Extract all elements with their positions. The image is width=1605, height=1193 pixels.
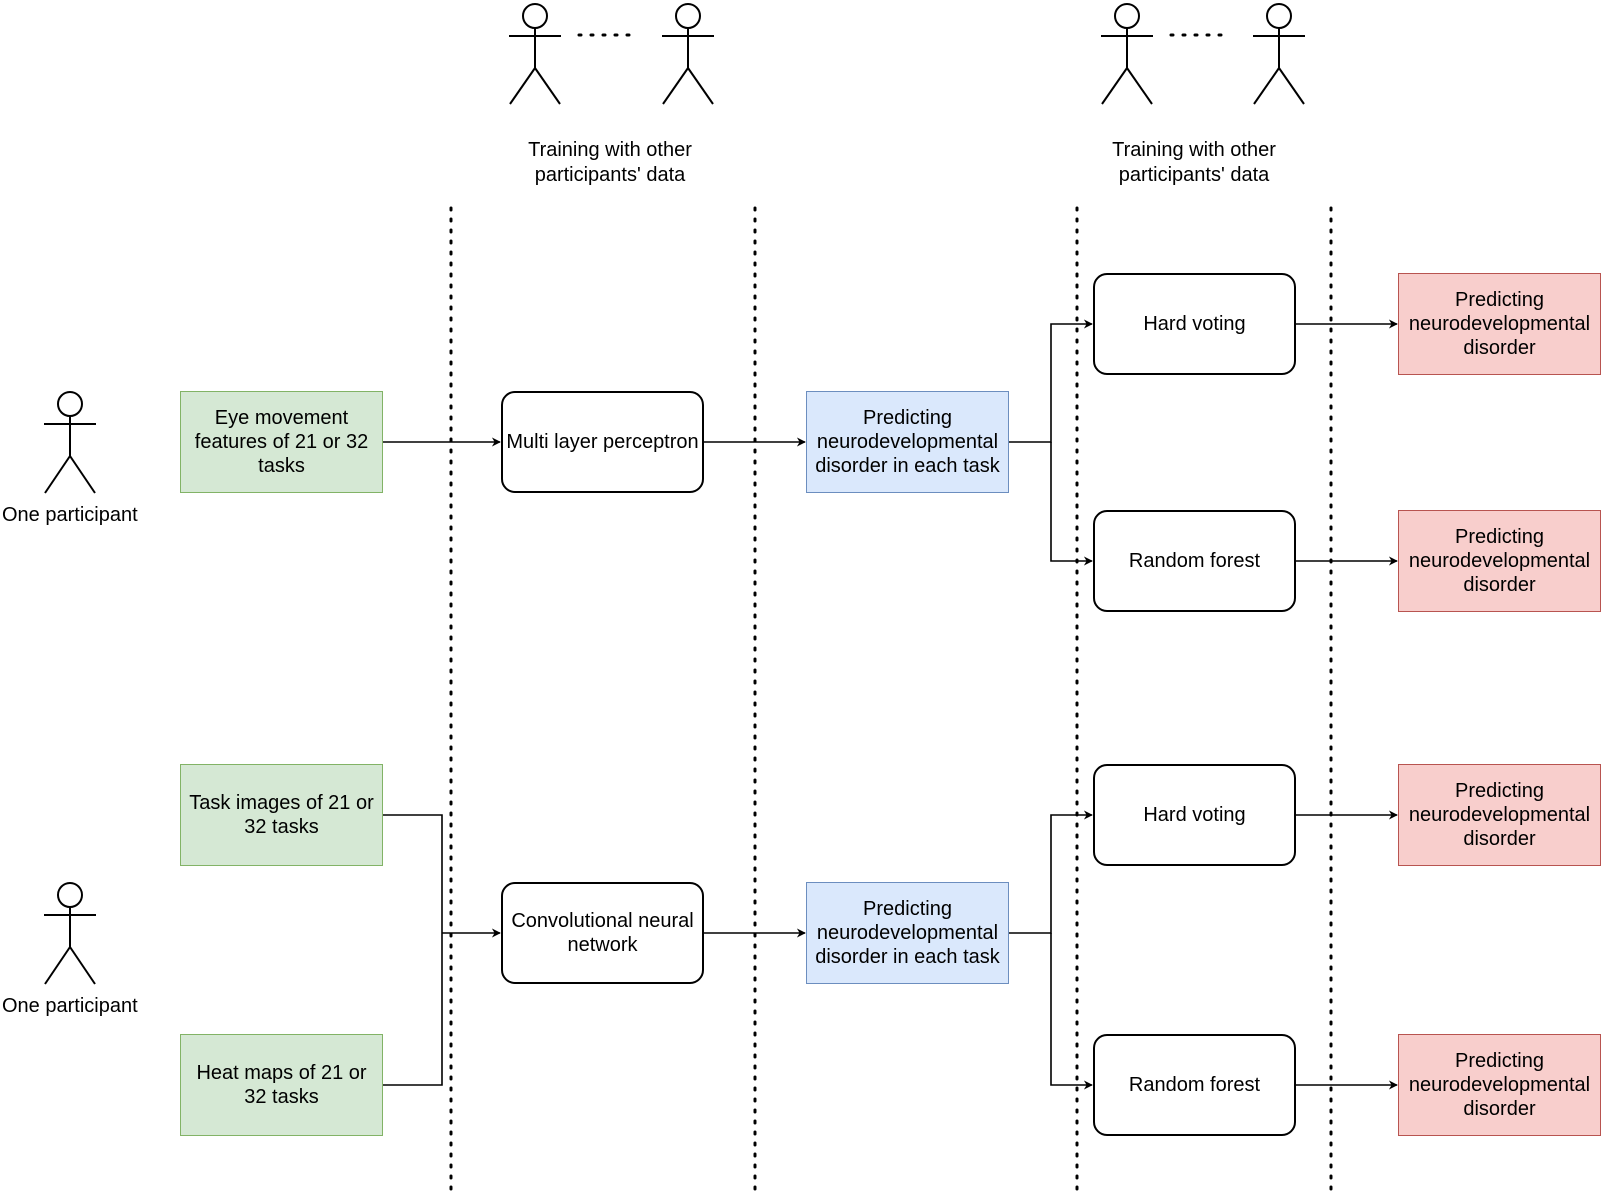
participant-1-figure <box>44 391 96 494</box>
arrow-prediction-to-hard-voting <box>1009 810 1093 934</box>
actor-icon <box>662 3 714 105</box>
arrow-prediction-to-random-forest <box>1050 933 1093 1090</box>
aggregator-box-hard-voting: Hard voting <box>1093 273 1296 375</box>
actor-icon <box>44 391 96 494</box>
connector-task-images <box>383 814 443 1086</box>
actor-icon <box>1253 3 1305 105</box>
model-box-mlp: Multi layer perceptron <box>501 391 704 493</box>
dotted-separators <box>449 206 1333 1192</box>
per-task-prediction-box: Predicting neurodevelopmental disorder i… <box>806 882 1009 984</box>
training-caption: Training with other participants' data <box>1112 139 1276 186</box>
actor-icon <box>1101 3 1153 105</box>
participant-label: One participant <box>2 504 138 526</box>
aggregator-box-random-forest: Random forest <box>1093 1034 1296 1136</box>
actor-icon <box>44 882 96 985</box>
input-box-task-images: Task images of 21 or 32 tasks <box>180 764 383 866</box>
aggregator-box-hard-voting: Hard voting <box>1093 764 1296 866</box>
input-box-heat-maps: Heat maps of 21 or 32 tasks <box>180 1034 383 1136</box>
arrow-prediction-to-hard-voting <box>1009 319 1093 443</box>
per-task-prediction-box: Predicting neurodevelopmental disorder i… <box>806 391 1009 493</box>
arrow-prediction-to-random-forest <box>1050 442 1093 566</box>
participant-label: One participant <box>2 995 138 1017</box>
output-box: Predicting neurodevelopmental disorder <box>1398 764 1601 866</box>
participant-2-figure <box>44 882 96 985</box>
output-box: Predicting neurodevelopmental disorder <box>1398 1034 1601 1136</box>
training-group-1-figures <box>509 3 714 105</box>
pipeline-1-connectors <box>383 319 1398 566</box>
output-box: Predicting neurodevelopmental disorder <box>1398 510 1601 612</box>
actor-icon <box>509 3 561 105</box>
training-caption: Training with other participants' data <box>528 139 692 186</box>
output-box: Predicting neurodevelopmental disorder <box>1398 273 1601 375</box>
input-box-eye-movement: Eye movement features of 21 or 32 tasks <box>180 391 383 493</box>
aggregator-box-random-forest: Random forest <box>1093 510 1296 612</box>
training-group-2-figures <box>1101 3 1305 105</box>
model-box-cnn: Convolutional neural network <box>501 882 704 984</box>
pipeline-2-connectors <box>383 810 1398 1090</box>
